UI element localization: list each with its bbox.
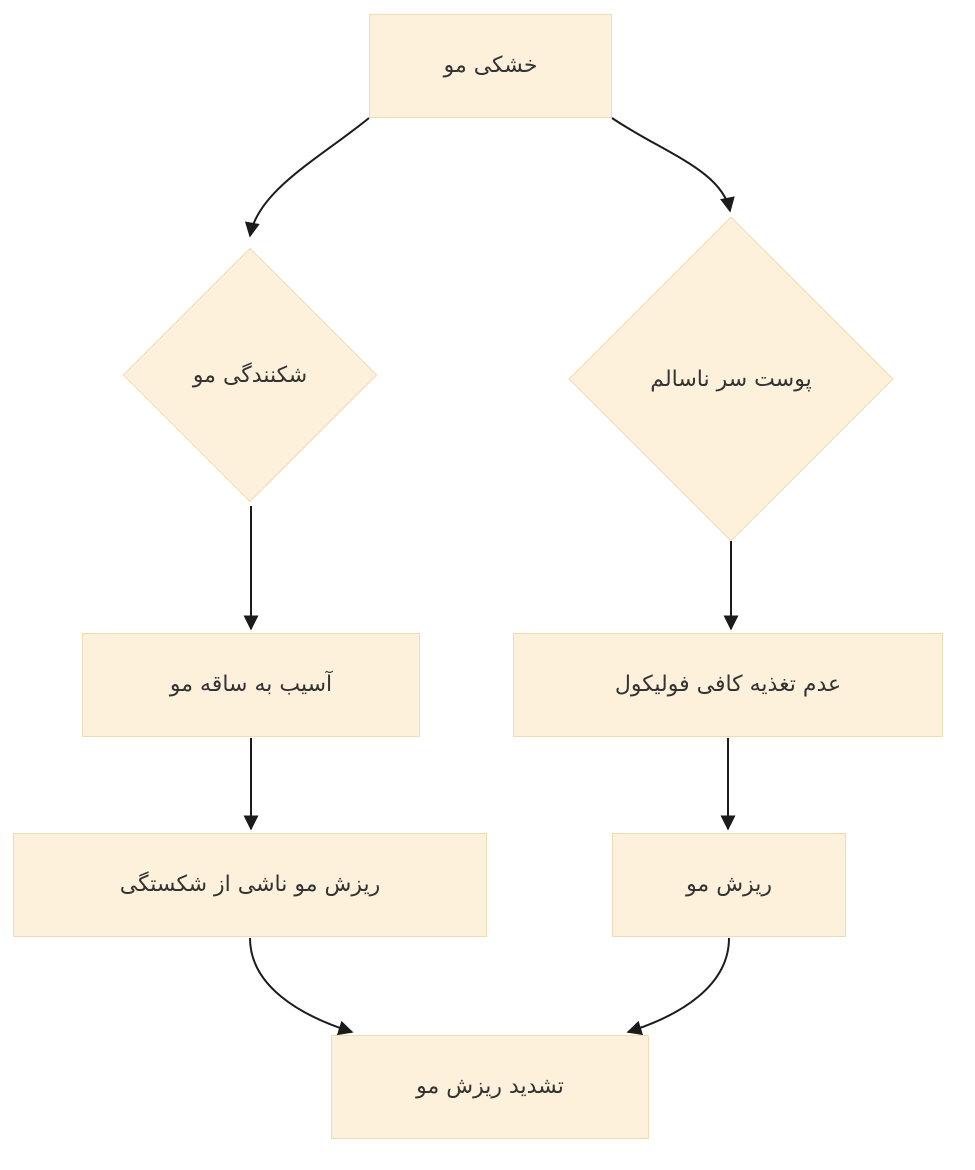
node-follicle-nutrition-label: عدم تغذیه کافی فولیکول	[614, 672, 842, 698]
node-intensified-loss-label: تشدید ریزش مو	[416, 1074, 564, 1100]
node-intensified-loss: تشدید ریزش مو	[331, 1035, 649, 1139]
node-shaft-damage: آسیب به ساقه مو	[82, 633, 420, 737]
node-brittleness-label: شکنندگی مو	[192, 362, 308, 388]
edge-dryhair-to-brittleness	[244, 117, 370, 238]
node-shaft-damage-label: آسیب به ساقه مو	[169, 672, 333, 698]
node-dry-hair-label: خشکی مو	[443, 53, 538, 79]
edge-hairloss-to-intensifiedloss	[626, 937, 730, 1036]
edge-breakageloss-to-intensifiedloss	[249, 937, 354, 1036]
node-hair-loss-label: ریزش مو	[686, 872, 772, 898]
node-dry-hair: خشکی مو	[369, 14, 612, 118]
node-unhealthy-scalp-label: پوست سر ناسالم	[650, 366, 812, 392]
node-unhealthy-scalp: پوست سر ناسالم	[568, 216, 894, 542]
node-breakage-loss-label: ریزش مو ناشی از شکستگی	[119, 872, 381, 898]
node-hair-loss: ریزش مو	[612, 833, 846, 937]
node-follicle-nutrition: عدم تغذیه کافی فولیکول	[513, 633, 943, 737]
node-brittleness: شکنندگی مو	[122, 247, 378, 503]
node-breakage-loss: ریزش مو ناشی از شکستگی	[13, 833, 487, 937]
edge-dryhair-to-unhealthyscalp	[611, 117, 735, 213]
